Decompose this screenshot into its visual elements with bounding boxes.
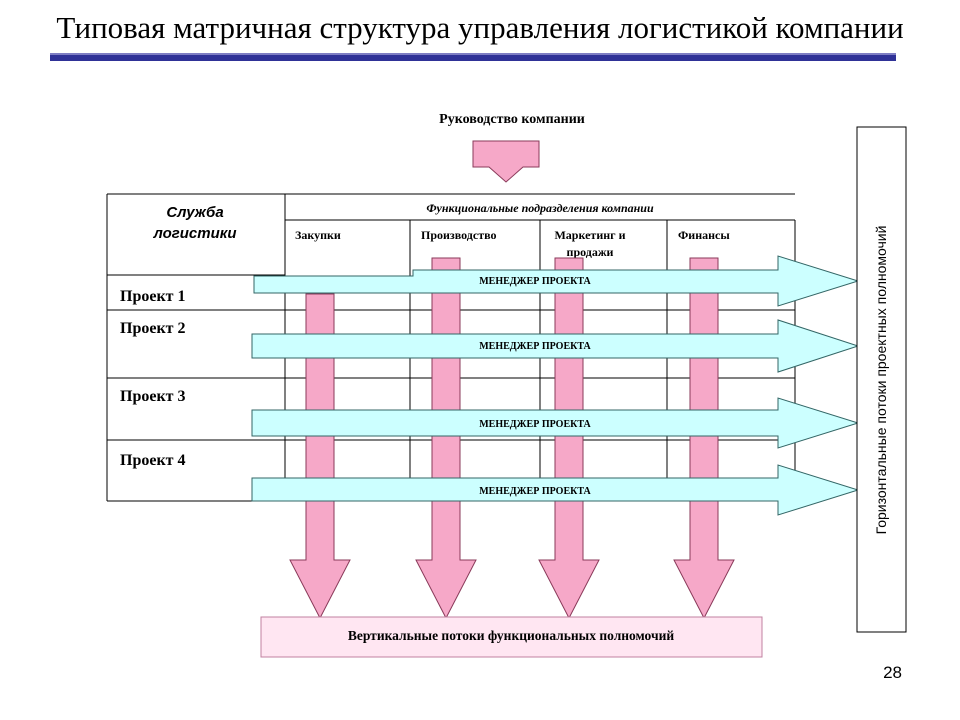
project-1-label: Проект 1 [120, 288, 186, 305]
service-header-line-2: логистики [152, 225, 236, 242]
top-down-arrow [472, 140, 540, 183]
project-2-label: Проект 2 [120, 320, 186, 337]
horizontal-flow-arrows [251, 255, 860, 516]
slide-title: Типовая матричная структура управления л… [56, 10, 904, 45]
horizontal-arrow-project-3 [251, 397, 860, 449]
title-rule-highlight [50, 53, 896, 55]
department-marketing-label-1: Маркетинг и [554, 228, 625, 242]
manager-label-3: МЕНЕДЖЕР ПРОЕКТА [479, 419, 591, 430]
department-closing-label: Закупки [295, 228, 341, 242]
horizontal-flows-box [856, 126, 907, 633]
top-label: Руководство компании [439, 112, 585, 127]
vertical-flows-box [260, 616, 763, 658]
department-marketing-label-2: продажи [567, 245, 614, 259]
vertical-arrow-finance [673, 257, 735, 620]
horizontal-flows-label: Горизонтальные потоки проектных полномоч… [873, 226, 889, 535]
page-number: 28 [883, 663, 902, 682]
functional-header: Функциональные подразделения компании [426, 201, 654, 215]
vertical-arrow-production [415, 257, 477, 620]
horizontal-arrow-project-4 [251, 464, 860, 516]
manager-label-1: МЕНЕДЖЕР ПРОЕКТА [479, 276, 591, 287]
horizontal-arrow-project-1 [253, 255, 860, 307]
manager-label-2: МЕНЕДЖЕР ПРОЕКТА [479, 341, 591, 352]
vertical-flow-arrows [289, 257, 735, 620]
title-rule [50, 53, 896, 61]
department-finance-label: Финансы [678, 228, 730, 242]
project-3-label: Проект 3 [120, 388, 186, 405]
vertical-flows-label: Вертикальные потоки функциональных полно… [348, 628, 674, 643]
project-4-label: Проект 4 [120, 452, 186, 469]
service-header-line-1: Служба [166, 204, 223, 221]
vertical-arrow-marketing [538, 257, 600, 620]
manager-label-4: МЕНЕДЖЕР ПРОЕКТА [479, 486, 591, 497]
horizontal-arrow-project-2 [251, 319, 860, 373]
department-production-label: Производство [421, 228, 497, 242]
